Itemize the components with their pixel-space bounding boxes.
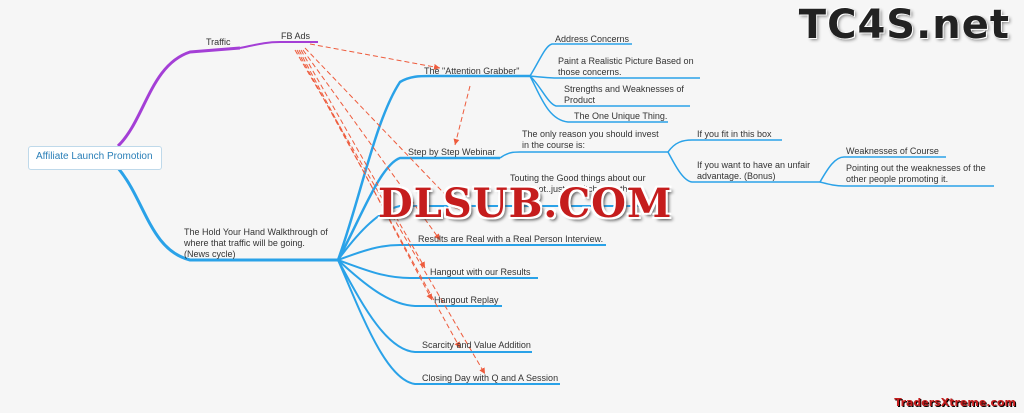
root-node-label: Affiliate Launch Promotion bbox=[36, 151, 153, 162]
fb-ads-arrows bbox=[294, 43, 486, 375]
node-results-real[interactable]: Results are Real with a Real Person Inte… bbox=[418, 234, 604, 244]
branch-attention bbox=[336, 74, 530, 261]
node-realistic-picture-2: those concerns. bbox=[558, 67, 622, 77]
node-weak-course[interactable]: Weaknesses of Course bbox=[846, 146, 939, 156]
node-address-concerns[interactable]: Address Concerns bbox=[555, 34, 630, 44]
node-fit-box[interactable]: If you fit in this box bbox=[697, 129, 772, 139]
node-touting-1[interactable]: Touting the Good things about our bbox=[510, 173, 646, 183]
node-hangout-replay[interactable]: Hangout Replay bbox=[434, 295, 499, 305]
node-reason-2: in the course is: bbox=[522, 140, 586, 150]
branch-walkthrough bbox=[116, 167, 338, 262]
node-traffic[interactable]: Traffic bbox=[206, 37, 231, 47]
node-strengths-1[interactable]: Strengths and Weaknesses of bbox=[564, 84, 684, 94]
node-realistic-picture-1[interactable]: Paint a Realistic Picture Based on bbox=[558, 56, 694, 66]
watermark-tc4s-logo: TC4S.net bbox=[798, 2, 1010, 48]
node-unfair-2: advantage. (Bonus) bbox=[697, 171, 776, 181]
node-touting-2: sell... not..just..w...itched at the... bbox=[510, 184, 641, 194]
root-node[interactable] bbox=[28, 146, 162, 170]
watermark-dlsub-logo: DLSUB.COM bbox=[378, 180, 673, 227]
node-scarcity[interactable]: Scarcity and Value Addition bbox=[422, 340, 531, 350]
node-reason-1[interactable]: The only reason you should invest bbox=[522, 129, 659, 139]
node-walkthrough-2: where that traffic will be going. bbox=[184, 238, 305, 248]
node-attention-grabber[interactable]: The "Attention Grabber" bbox=[424, 66, 520, 76]
branch-webinar bbox=[336, 156, 500, 261]
node-weak-others-1[interactable]: Pointing out the weaknesses of the bbox=[846, 163, 986, 173]
node-strengths-2: Product bbox=[564, 95, 596, 105]
node-hangout-results[interactable]: Hangout with our Results bbox=[430, 267, 531, 277]
node-walkthrough-1[interactable]: The Hold Your Hand Walkthrough of bbox=[184, 227, 328, 237]
node-walkthrough-3: (News cycle) bbox=[184, 249, 236, 259]
node-unfair-1[interactable]: If you want to have an unfair bbox=[697, 160, 811, 170]
branch-traffic bbox=[116, 46, 241, 148]
node-weak-others-2: other people promoting it. bbox=[846, 174, 949, 184]
branch-fb-ads bbox=[239, 41, 318, 49]
node-webinar[interactable]: Step by Step Webinar bbox=[408, 147, 496, 157]
node-closing-day[interactable]: Closing Day with Q and A Session bbox=[422, 373, 559, 383]
node-unique-thing[interactable]: The One Unique Thing. bbox=[574, 111, 668, 121]
node-fb-ads[interactable]: FB Ads bbox=[281, 31, 311, 41]
watermark-tradersxtreme: TradersXtreme.com bbox=[894, 396, 1016, 409]
